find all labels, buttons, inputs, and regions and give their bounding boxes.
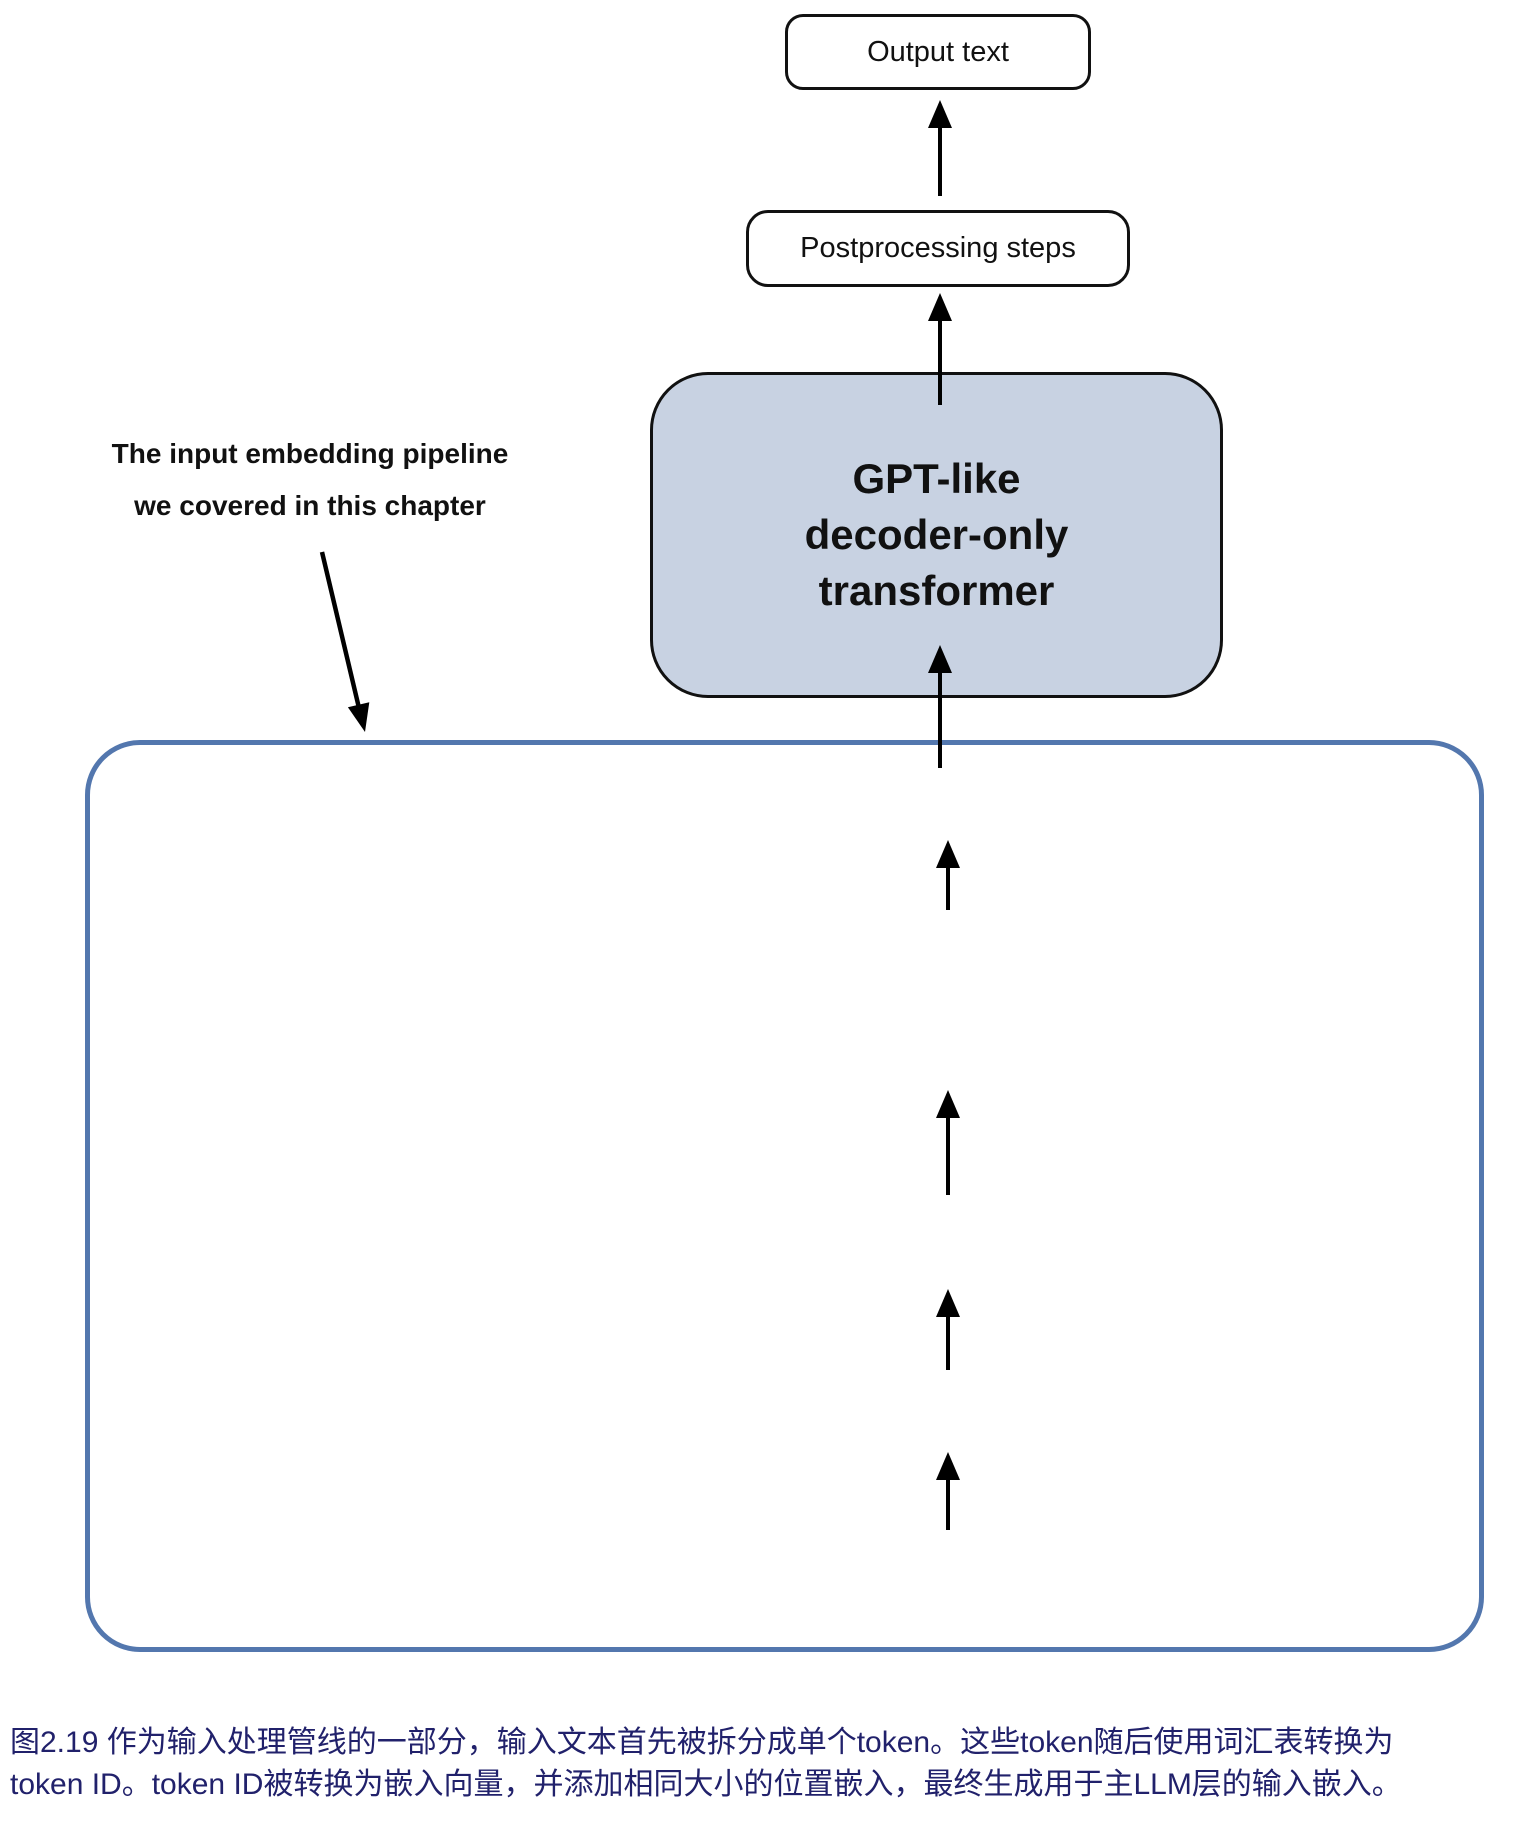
annotation-arrow-line <box>319 551 362 709</box>
arrow-up-to-input-embeddings <box>935 840 961 910</box>
arrow-up-to-tokenized-text <box>935 1452 961 1530</box>
arrow-stem <box>946 1473 950 1530</box>
arrow-up-to-token-ids <box>935 1289 961 1370</box>
pipeline-container <box>85 740 1484 1652</box>
arrow-up-to-transformer <box>927 645 953 768</box>
annotation-arrow-head-icon <box>347 702 370 732</box>
transformer-line3: transformer <box>818 566 1055 614</box>
arrow-stem <box>946 861 950 910</box>
arrow-up-to-output-text <box>927 100 953 196</box>
annotation-text: The input embedding pipeline we covered … <box>80 428 540 532</box>
arrow-up-to-postprocessing <box>927 293 953 405</box>
caption-line1: 图2.19 作为输入处理管线的一部分，输入文本首先被拆分成单个token。这些t… <box>10 1726 1394 1759</box>
arrow-stem <box>938 121 942 196</box>
figure-caption: 图2.19 作为输入处理管线的一部分，输入文本首先被拆分成单个token。这些t… <box>10 1722 1510 1806</box>
transformer-line2: decoder-only <box>804 511 1069 559</box>
output-text-label: Output text <box>867 35 1009 68</box>
arrow-stem <box>946 1310 950 1370</box>
transformer-box: GPT-like decoder-only transformer <box>650 372 1223 698</box>
arrow-up-to-token-embeddings <box>935 1090 961 1195</box>
arrow-stem <box>938 666 942 768</box>
annotation-arrow <box>319 551 370 732</box>
arrow-stem <box>938 314 942 405</box>
output-text-box: Output text <box>785 14 1091 90</box>
transformer-line1: GPT-like <box>852 455 1021 503</box>
annotation-line2: we covered in this chapter <box>134 490 486 521</box>
postprocessing-box: Postprocessing steps <box>746 210 1130 287</box>
annotation-line1: The input embedding pipeline <box>111 438 509 469</box>
arrow-stem <box>946 1111 950 1195</box>
postprocessing-label: Postprocessing steps <box>800 232 1076 264</box>
caption-line2: token ID。token ID被转换为嵌入向量，并添加相同大小的位置嵌入，最… <box>10 1768 1402 1801</box>
